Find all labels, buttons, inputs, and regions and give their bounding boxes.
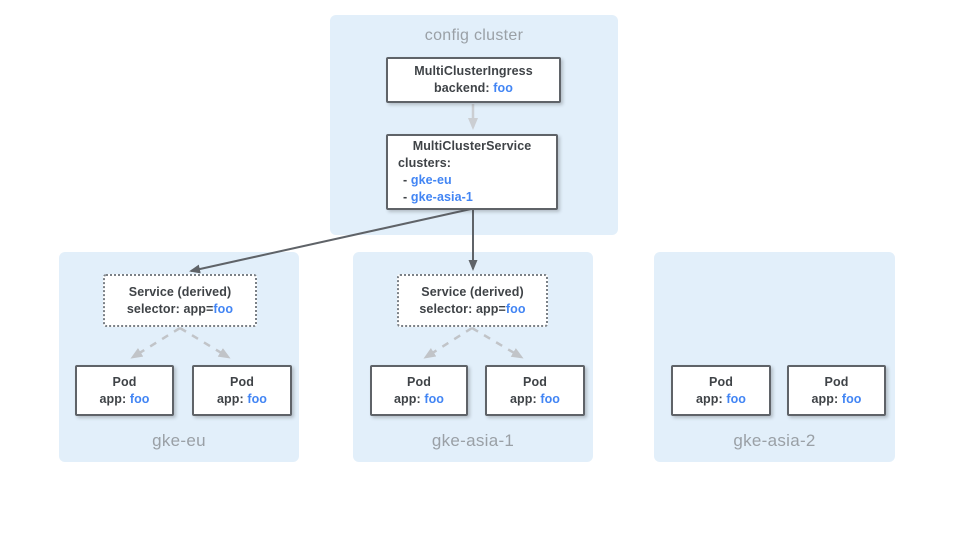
derived-service-selector: selector: app=foo	[419, 301, 525, 318]
pod-app: app: foo	[394, 391, 444, 408]
config-cluster-label: config cluster	[424, 27, 524, 44]
app-label: app:	[811, 391, 839, 406]
selector-value: foo	[505, 301, 526, 316]
multi-cluster-ingress-node: MultiClusterIngress backend: foo	[386, 57, 561, 103]
app-value: foo	[841, 391, 862, 406]
selector-label: selector: app=	[419, 301, 506, 316]
pod-title: Pod	[523, 374, 547, 389]
pod-app: app: foo	[510, 391, 560, 408]
app-label: app:	[216, 391, 244, 406]
gke-eu-pod-2: Pod app: foo	[192, 365, 292, 416]
app-value: foo	[540, 391, 561, 406]
app-value: foo	[129, 391, 150, 406]
cluster-name-gke-asia-1: gke-asia-1	[410, 190, 473, 204]
cluster-label-gke-asia-1: gke-asia-1	[431, 431, 515, 450]
multi-cluster-service-node: MultiClusterService clusters: - gke-eu -…	[386, 134, 558, 210]
cluster-panel-gke-asia-2: gke-asia-2	[654, 252, 895, 462]
cluster-panel-gke-asia-1: gke-asia-1	[353, 252, 593, 462]
multi-cluster-ingress-title: MultiClusterIngress	[414, 64, 533, 78]
cluster-label-gke-asia-2: gke-asia-2	[733, 431, 816, 450]
app-label: app:	[393, 391, 421, 406]
multi-cluster-ingress-backend: backend: foo	[434, 80, 513, 97]
clusters-list-label: clusters:	[398, 156, 452, 170]
pod-app: app: foo	[811, 391, 861, 408]
pod-app: app: foo	[99, 391, 149, 408]
pod-title: Pod	[230, 374, 254, 389]
pod-app: app: foo	[696, 391, 746, 408]
gke-asia-2-pod-1: Pod app: foo	[671, 365, 771, 416]
app-value: foo	[247, 391, 268, 406]
list-bullet: -	[403, 190, 408, 204]
pod-title: Pod	[112, 374, 137, 389]
app-label: app:	[99, 391, 127, 406]
derived-service-title: Service (derived)	[128, 284, 232, 299]
app-value: foo	[424, 391, 445, 406]
gke-asia-1-pod-2: Pod app: foo	[485, 365, 585, 416]
clusters-list-item: - gke-eu	[388, 172, 556, 189]
gke-eu-derived-service-node: Service (derived) selector: app=foo	[103, 274, 257, 327]
pod-title: Pod	[709, 374, 733, 389]
gke-asia-2-pod-2: Pod app: foo	[787, 365, 886, 416]
backend-label: backend:	[434, 81, 490, 95]
backend-value: foo	[493, 81, 513, 95]
gke-eu-pod-1: Pod app: foo	[75, 365, 174, 416]
pod-title: Pod	[824, 374, 849, 389]
app-value: foo	[726, 391, 747, 406]
list-bullet: -	[403, 173, 408, 187]
pod-app: app: foo	[217, 391, 267, 408]
selector-label: selector: app=	[126, 301, 214, 316]
selector-value: foo	[213, 301, 234, 316]
derived-service-title: Service (derived)	[421, 284, 524, 299]
cluster-label-gke-eu: gke-eu	[152, 431, 206, 450]
app-label: app:	[509, 391, 537, 406]
derived-service-selector: selector: app=foo	[127, 301, 233, 318]
app-label: app:	[695, 391, 723, 406]
pod-title: Pod	[407, 374, 431, 389]
gke-asia-1-derived-service-node: Service (derived) selector: app=foo	[397, 274, 548, 327]
clusters-list-item: - gke-asia-1	[388, 189, 556, 206]
gke-asia-1-pod-1: Pod app: foo	[370, 365, 468, 416]
cluster-name-gke-eu: gke-eu	[410, 173, 452, 187]
multi-cluster-service-title: MultiClusterService	[412, 139, 532, 153]
